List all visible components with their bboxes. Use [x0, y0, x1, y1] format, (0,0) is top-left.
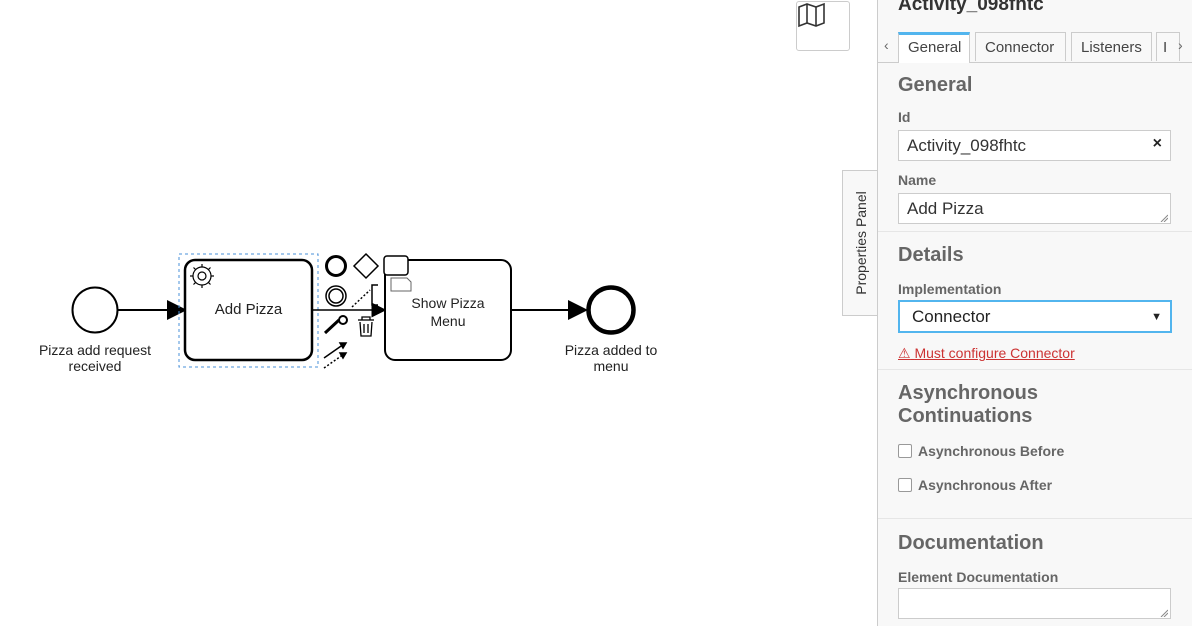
properties-panel: Activity_098fhtc ‹ General Connector Lis…: [877, 0, 1192, 626]
id-field[interactable]: Activity_098fhtc ×: [898, 130, 1171, 161]
async-before-box[interactable]: [898, 444, 912, 458]
implementation-error[interactable]: ⚠ Must configure Connector: [898, 345, 1075, 362]
wrench-icon[interactable]: [323, 315, 348, 335]
general-group: General Id Activity_098fhtc × Name Add P…: [878, 62, 1192, 232]
service-task-gear-icon: [190, 264, 214, 288]
tab-general[interactable]: General: [898, 32, 970, 63]
task-add-pizza-label: Add Pizza: [214, 301, 283, 318]
resize-handle-icon[interactable]: [1160, 214, 1168, 222]
implementation-value: Connector: [912, 307, 991, 326]
async-group: Asynchronous Continuations Asynchronous …: [878, 369, 1192, 519]
tab-listeners-label: Listeners: [1081, 39, 1142, 56]
start-event[interactable]: [71, 286, 119, 334]
tab-listeners[interactable]: Listeners: [1071, 32, 1152, 61]
async-heading-line2: Continuations: [898, 405, 1033, 427]
trash-icon[interactable]: [358, 316, 374, 337]
association-icon[interactable]: [351, 289, 371, 308]
bpmn-diagram[interactable]: [0, 0, 878, 626]
async-before-checkbox[interactable]: Asynchronous Before: [898, 443, 1064, 459]
name-field[interactable]: Add Pizza: [898, 193, 1171, 224]
properties-panel-toggle[interactable]: Properties Panel: [842, 170, 878, 316]
name-label: Name: [898, 172, 937, 188]
async-heading: Asynchronous Continuations: [898, 382, 1038, 428]
end-event[interactable]: [586, 285, 636, 335]
element-documentation-field[interactable]: [898, 588, 1171, 619]
tab-connector-label: Connector: [985, 39, 1055, 56]
implementation-error-text: Must configure Connector: [914, 345, 1075, 361]
panel-title: Activity_098fhtc: [898, 0, 1044, 15]
gateway-icon[interactable]: [352, 252, 380, 280]
tab-general-label: General: [908, 39, 962, 56]
intermediate-event-inner: [328, 288, 344, 304]
async-after-label: Asynchronous After: [918, 477, 1053, 493]
details-group: Details Implementation Connector ▼ ⚠ Mus…: [878, 231, 1192, 370]
details-heading: Details: [898, 244, 964, 266]
implementation-select[interactable]: Connector ▼: [898, 300, 1172, 333]
element-documentation-label: Element Documentation: [898, 569, 1059, 585]
clear-icon[interactable]: ×: [1152, 135, 1162, 152]
implementation-label: Implementation: [898, 281, 1002, 297]
tab-overflow-label: I: [1163, 39, 1168, 56]
general-heading: General: [898, 74, 973, 96]
tabs-scroll-right-icon[interactable]: ›: [1178, 37, 1183, 53]
warning-icon: ⚠: [898, 345, 911, 361]
sequence-flow-icon[interactable]: [323, 342, 348, 369]
end-event-label: Pizza added to menu: [564, 342, 658, 374]
map-icon: [798, 2, 825, 28]
async-after-checkbox[interactable]: Asynchronous After: [898, 477, 1052, 493]
data-object-icon[interactable]: [390, 277, 412, 292]
tab-connector[interactable]: Connector: [975, 32, 1066, 61]
id-value: Activity_098fhtc: [907, 136, 1027, 155]
tab-bar: ‹ General Connector Listeners I ›: [878, 31, 1192, 63]
resize-handle-icon[interactable]: [1160, 609, 1168, 617]
tab-overflow[interactable]: I: [1156, 32, 1180, 61]
start-event-label: Pizza add request received: [38, 342, 152, 374]
async-after-box[interactable]: [898, 478, 912, 492]
documentation-group: Documentation Element Documentation: [878, 518, 1192, 626]
id-label: Id: [898, 109, 911, 125]
documentation-heading: Documentation: [898, 532, 1044, 554]
minimap-toggle-button[interactable]: [796, 1, 850, 51]
end-event-icon[interactable]: [325, 255, 347, 277]
text-annotation-icon[interactable]: [371, 284, 378, 306]
properties-panel-toggle-label: Properties Panel: [852, 191, 869, 295]
name-value: Add Pizza: [907, 199, 984, 218]
task-icon[interactable]: [383, 255, 409, 276]
async-heading-line1: Asynchronous: [898, 382, 1039, 404]
chevron-down-icon: ▼: [1151, 311, 1162, 323]
task-show-pizza-menu-label: Show Pizza Menu: [411, 295, 485, 329]
tabs-scroll-left-icon[interactable]: ‹: [884, 37, 889, 53]
async-before-label: Asynchronous Before: [918, 443, 1065, 459]
bpmn-canvas[interactable]: Pizza add request received Add Pizza Sho…: [0, 0, 878, 626]
